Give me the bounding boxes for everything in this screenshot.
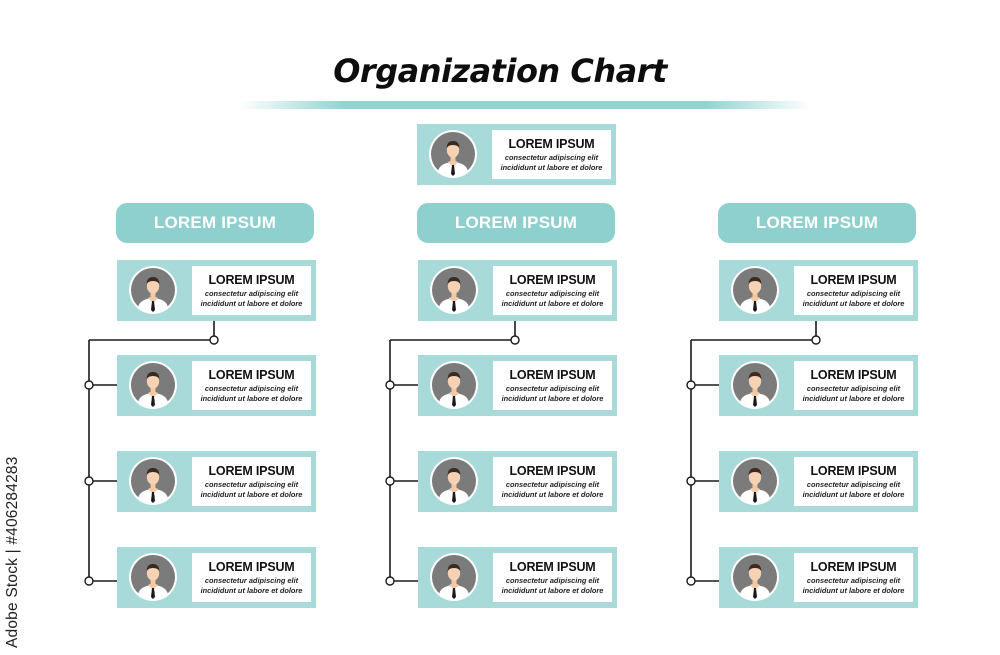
person-name: LOREM IPSUM: [208, 273, 295, 287]
connector-node: [686, 380, 696, 390]
person-desc-line2: incididunt ut labore et dolore: [501, 490, 604, 499]
person-desc-line1: consectetur adipiscing elit: [204, 480, 299, 489]
top-person-card[interactable]: LOREM IPSUM consectetur adipiscing elit …: [417, 124, 616, 185]
person-name: LOREM IPSUM: [508, 137, 595, 151]
person-avatar-icon: [430, 361, 478, 409]
person-avatar-icon: [430, 266, 478, 314]
person-name: LOREM IPSUM: [810, 273, 897, 287]
person-desc-line1: consectetur adipiscing elit: [505, 384, 600, 393]
department-header[interactable]: LOREM IPSUM: [718, 203, 916, 243]
person-desc-line1: consectetur adipiscing elit: [806, 480, 901, 489]
person-name: LOREM IPSUM: [810, 368, 897, 382]
person-desc-line1: consectetur adipiscing elit: [504, 153, 599, 162]
person-desc-line2: incididunt ut labore et dolore: [200, 490, 303, 499]
person-desc-line1: consectetur adipiscing elit: [806, 289, 901, 298]
card-info: LOREM IPSUM consectetur adipiscing elit …: [492, 130, 611, 179]
person-name: LOREM IPSUM: [208, 368, 295, 382]
person-name: LOREM IPSUM: [509, 560, 596, 574]
person-avatar-icon: [429, 130, 477, 178]
person-avatar-icon: [731, 266, 779, 314]
person-avatar-icon: [731, 361, 779, 409]
person-desc-line2: incididunt ut labore et dolore: [200, 299, 303, 308]
person-name: LOREM IPSUM: [810, 560, 897, 574]
person-desc-line2: incididunt ut labore et dolore: [200, 586, 303, 595]
person-avatar-icon: [731, 457, 779, 505]
person-avatar-icon: [731, 553, 779, 601]
person-desc-line2: incididunt ut labore et dolore: [802, 490, 905, 499]
person-avatar-icon: [430, 553, 478, 601]
connector-node: [385, 476, 395, 486]
connector-node: [84, 576, 94, 586]
person-desc-line1: consectetur adipiscing elit: [505, 480, 600, 489]
person-desc-line2: incididunt ut labore et dolore: [501, 586, 604, 595]
person-avatar-icon: [129, 553, 177, 601]
person-desc-line2: incididunt ut labore et dolore: [501, 299, 604, 308]
person-name: LOREM IPSUM: [509, 368, 596, 382]
connector-node: [811, 335, 821, 345]
person-name: LOREM IPSUM: [208, 560, 295, 574]
title-underline: [240, 101, 810, 109]
stock-id-watermark: Adobe Stock | #406284283: [4, 456, 21, 648]
person-desc-line2: incididunt ut labore et dolore: [500, 163, 603, 172]
person-avatar-icon: [129, 266, 177, 314]
person-desc-line1: consectetur adipiscing elit: [806, 576, 901, 585]
department-header[interactable]: LOREM IPSUM: [116, 203, 314, 243]
connector-node: [84, 476, 94, 486]
person-name: LOREM IPSUM: [509, 464, 596, 478]
person-desc-line1: consectetur adipiscing elit: [204, 576, 299, 585]
connector-node: [209, 335, 219, 345]
person-avatar-icon: [129, 361, 177, 409]
connector-node: [686, 476, 696, 486]
person-desc-line1: consectetur adipiscing elit: [505, 289, 600, 298]
connector-node: [385, 576, 395, 586]
person-desc-line1: consectetur adipiscing elit: [505, 576, 600, 585]
person-name: LOREM IPSUM: [509, 273, 596, 287]
person-avatar-icon: [430, 457, 478, 505]
connector-node: [510, 335, 520, 345]
department-header[interactable]: LOREM IPSUM: [417, 203, 615, 243]
connector-node: [686, 576, 696, 586]
chart-title: Organization Chart: [333, 52, 667, 90]
person-desc-line1: consectetur adipiscing elit: [204, 289, 299, 298]
person-name: LOREM IPSUM: [810, 464, 897, 478]
person-desc-line2: incididunt ut labore et dolore: [501, 394, 604, 403]
person-desc-line2: incididunt ut labore et dolore: [802, 394, 905, 403]
person-desc-line2: incididunt ut labore et dolore: [802, 586, 905, 595]
connector-node: [385, 380, 395, 390]
person-desc-line2: incididunt ut labore et dolore: [200, 394, 303, 403]
person-name: LOREM IPSUM: [208, 464, 295, 478]
connector-node: [84, 380, 94, 390]
person-avatar-icon: [129, 457, 177, 505]
person-desc-line1: consectetur adipiscing elit: [204, 384, 299, 393]
person-desc-line1: consectetur adipiscing elit: [806, 384, 901, 393]
person-desc-line2: incididunt ut labore et dolore: [802, 299, 905, 308]
